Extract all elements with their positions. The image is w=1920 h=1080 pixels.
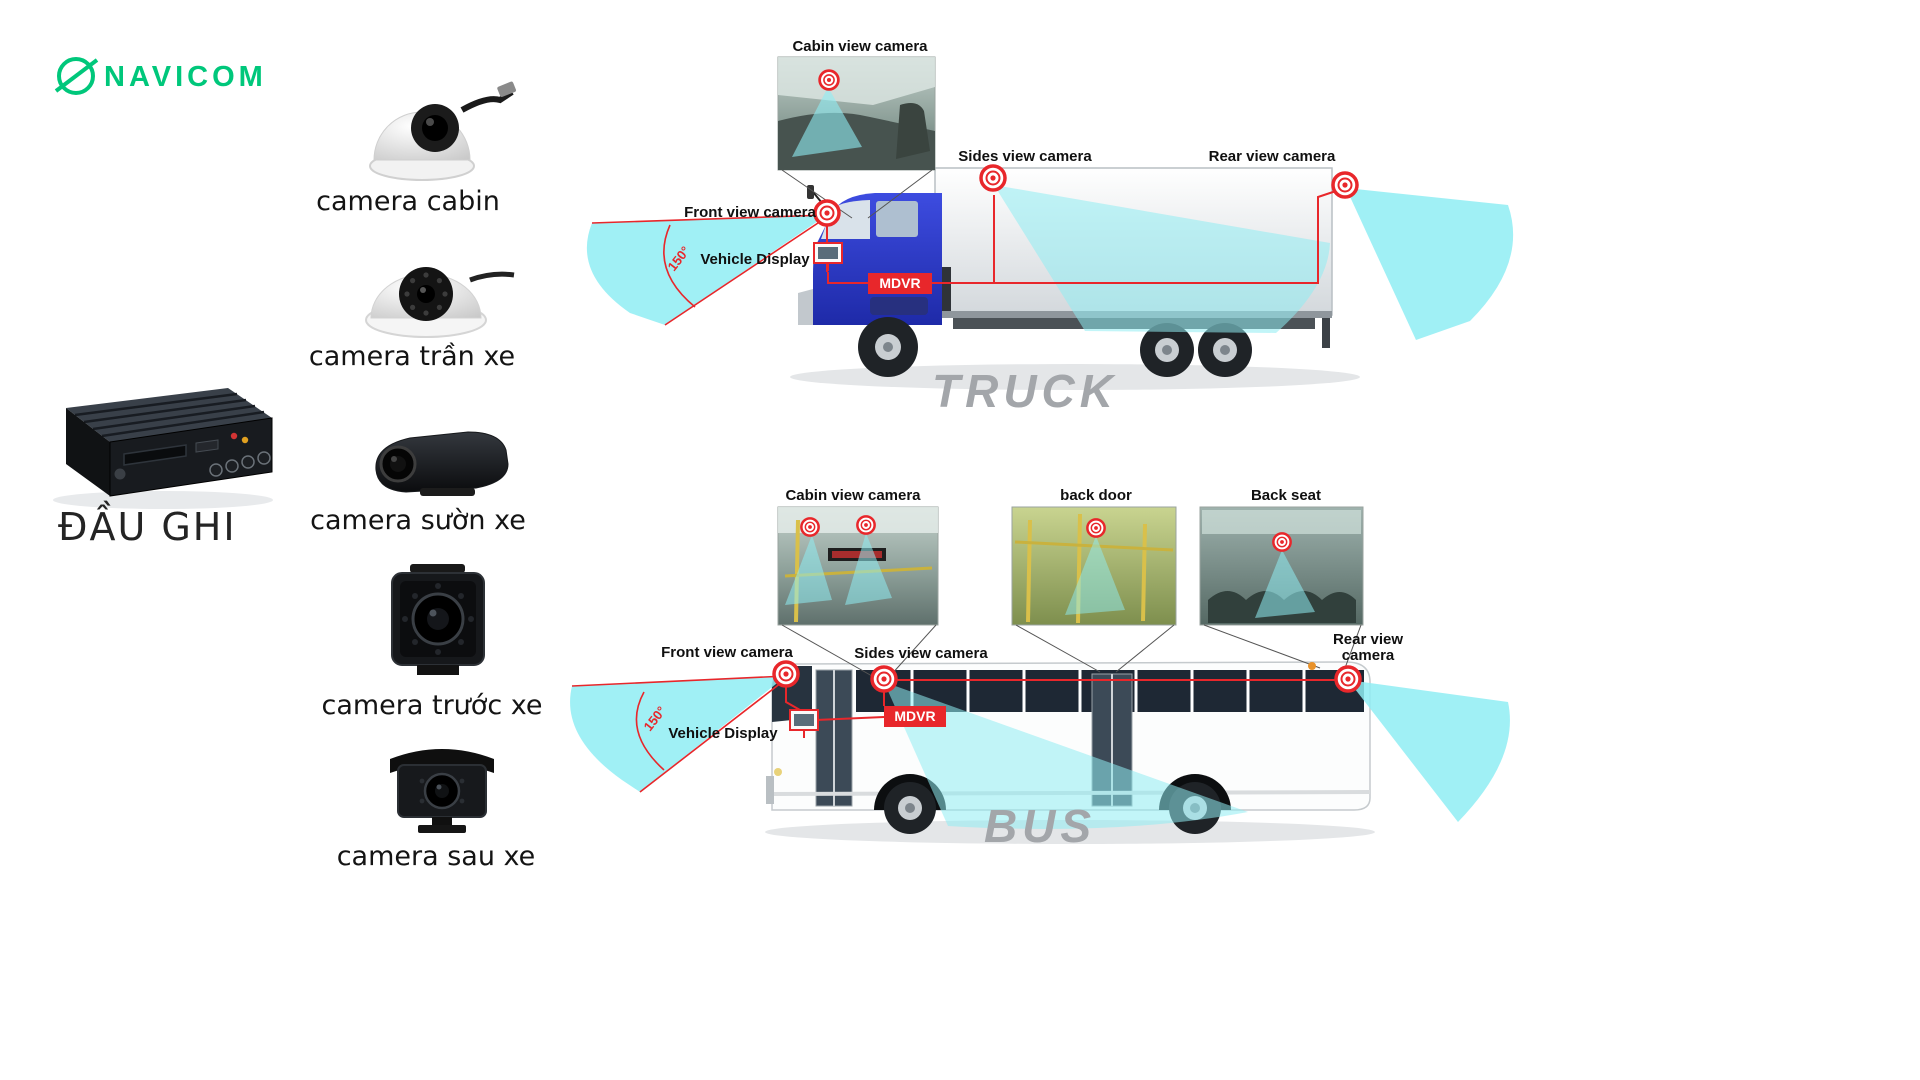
bus-rear-camera-icon: [1334, 665, 1362, 693]
truck-rear-camera-icon: [1331, 171, 1359, 199]
truck-front-camera-icon: [813, 199, 841, 227]
camera-front-label: camera trước xe: [321, 690, 543, 721]
bus-rear-light-icon: [1308, 662, 1316, 670]
truck-diagram: 150° MDVR: [586, 38, 1514, 417]
bus-vehicle-display-icon: [789, 709, 819, 738]
bus-cabin-label: Cabin view camera: [785, 487, 921, 504]
camera-back-label: camera sau xe: [336, 841, 536, 872]
camera-cabin-image: [369, 81, 516, 181]
bus-rear-view-cone: [1348, 680, 1510, 822]
truck-cabin-inset-photo: [777, 56, 936, 171]
bus-cabin-camera1-icon: [800, 517, 820, 537]
brand-name: NAVICOM: [104, 61, 267, 93]
truck-front-label: Front view camera: [684, 204, 816, 221]
truck-rear-view-cone: [1346, 188, 1514, 340]
camera-side-image: [375, 431, 509, 496]
truck-view-angle: [591, 214, 828, 326]
bus-display-label: Vehicle Display: [668, 725, 778, 742]
camera-cabin-label: camera cabin: [316, 186, 500, 217]
truck-sides-view-cone: [994, 185, 1330, 333]
truck-rear-label: Rear view camera: [1209, 148, 1336, 165]
bus-mdvr-box: MDVR: [884, 706, 946, 727]
bus-cabin-inset-photo: [777, 506, 939, 626]
dvr-illustration: [53, 388, 273, 509]
bus-back-seat-inset-photo: [1199, 506, 1364, 626]
bus-diagram: 150° MDVR: [570, 487, 1510, 852]
bus-back-door-inset-photo: [1011, 506, 1177, 626]
bus-back-seat-label: Back seat: [1251, 487, 1321, 504]
bus-mdvr-label: MDVR: [894, 708, 935, 724]
bus-sides-camera-icon: [870, 665, 898, 693]
truck-name: TRUCK: [932, 365, 1118, 417]
vehicle-display-icon: [813, 242, 843, 271]
bus-sides-view-cone: [884, 682, 1248, 829]
camera-side-label: camera sườn xe: [310, 505, 526, 536]
bus-cabin-camera2-icon: [856, 515, 876, 535]
bus-name: BUS: [984, 800, 1096, 852]
camera-ceiling-label: camera trần xe: [308, 341, 516, 372]
dvr-label: ĐẦU GHI: [58, 505, 237, 549]
bus-back-door-camera-icon: [1086, 518, 1106, 538]
camera-front-image: [391, 564, 485, 675]
bus-front-view-cone: [570, 676, 786, 792]
navicom-logo: NAVICOM: [54, 57, 267, 95]
dvr-image: [53, 388, 273, 509]
bus-wiring: [785, 679, 1336, 721]
bus-rear-label-line2: camera: [1342, 647, 1395, 664]
bus-rear-label-line1: Rear view: [1333, 631, 1403, 648]
bus-back-seat-camera-icon: [1272, 532, 1292, 552]
logo-circle-icon: [57, 57, 95, 95]
camera-rear-image: [390, 749, 494, 833]
truck-cabin-camera-icon: [818, 69, 840, 91]
logo-slash-icon: [54, 58, 99, 93]
bus-sides-label: Sides view camera: [854, 645, 988, 662]
truck-display-label: Vehicle Display: [700, 251, 810, 268]
truck-mdvr-label: MDVR: [879, 275, 920, 291]
bus-view-angle: [571, 675, 787, 793]
bus-front-label: Front view camera: [661, 644, 793, 661]
bus-back-door-label: back door: [1060, 487, 1132, 504]
truck-sides-label: Sides view camera: [958, 148, 1092, 165]
truck-cabin-label: Cabin view camera: [792, 38, 928, 55]
camera-ceiling-image: [365, 267, 515, 338]
truck-front-view-cone: [586, 215, 827, 325]
truck-mdvr-box: MDVR: [868, 273, 932, 294]
truck-sides-camera-icon: [979, 164, 1007, 192]
bus-front-camera-icon: [772, 660, 800, 688]
